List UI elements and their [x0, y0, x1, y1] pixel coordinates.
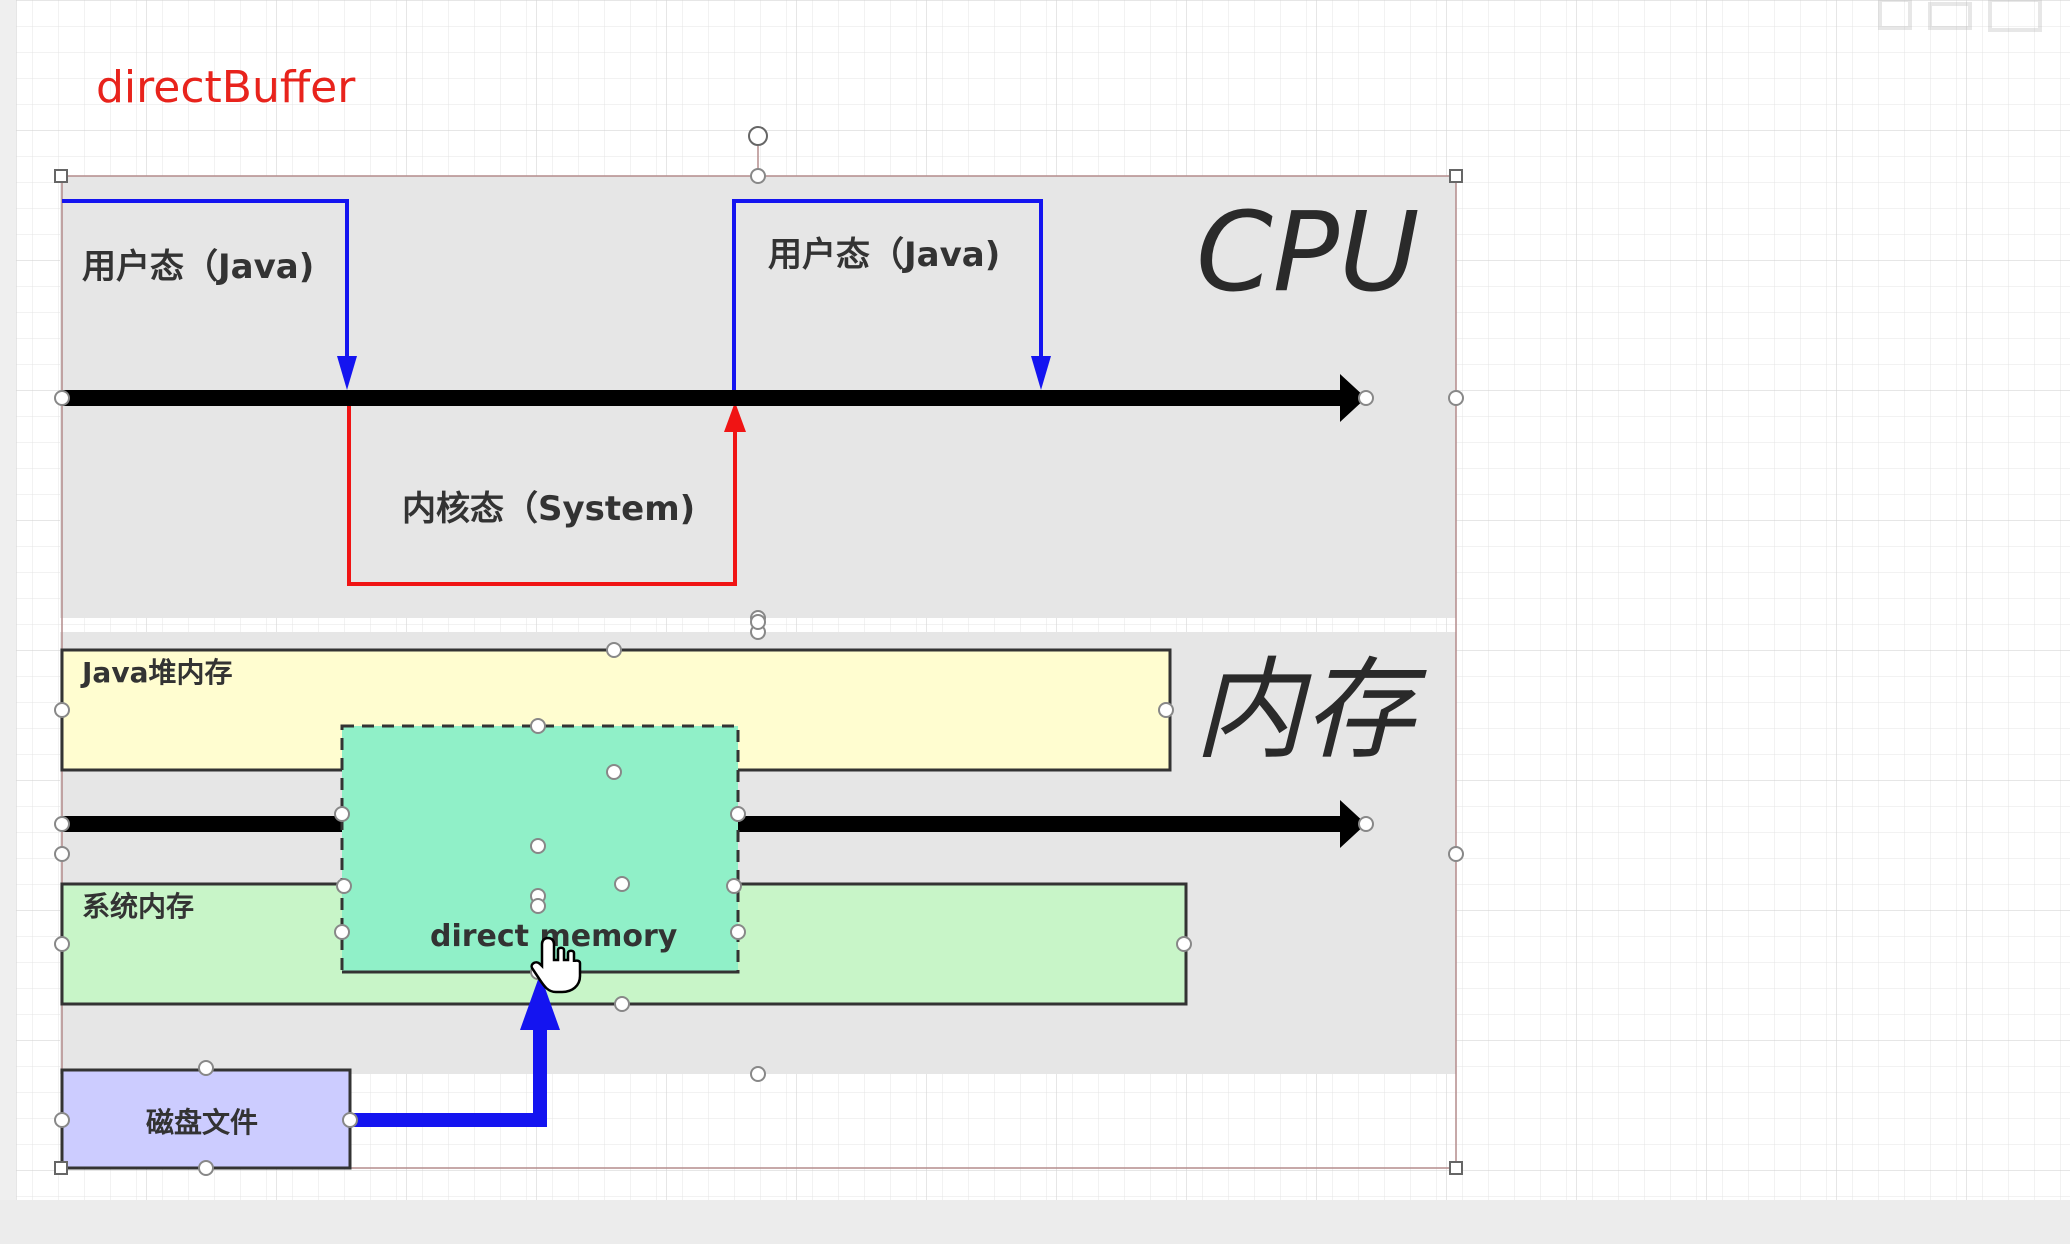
handle-point[interactable]	[750, 614, 766, 630]
handle-point[interactable]	[54, 702, 70, 718]
handle-point[interactable]	[750, 168, 766, 184]
memory-timeline-arrowhead-icon	[1340, 800, 1366, 848]
handle-point[interactable]	[54, 846, 70, 862]
handle-point[interactable]	[54, 816, 70, 832]
kernel-mode-path[interactable]	[347, 400, 737, 586]
cpu-timeline-arrowhead-icon	[1340, 374, 1366, 422]
handle-point[interactable]	[336, 878, 352, 894]
kernel-mode-arrow-icon	[724, 402, 746, 432]
handle-point[interactable]	[54, 390, 70, 406]
user-mode-label-left: 用户态（Java)	[82, 247, 314, 287]
handle-point[interactable]	[530, 838, 546, 854]
handle-point[interactable]	[1448, 390, 1464, 406]
handle-point[interactable]	[54, 936, 70, 952]
handle-point[interactable]	[730, 924, 746, 940]
disk-file-label: 磁盘文件	[146, 1106, 258, 1139]
corner-logo-icon	[1878, 0, 2042, 32]
kernel-mode-label: 内核态（System)	[402, 489, 695, 529]
disk-to-direct-arrowhead-icon	[520, 974, 560, 1030]
bottom-bar	[0, 1200, 2070, 1244]
user-mode-label-right: 用户态（Java)	[768, 235, 1000, 275]
handle-point[interactable]	[730, 806, 746, 822]
system-memory-label: 系统内存	[82, 890, 194, 923]
user-mode-arrow-left-icon	[337, 356, 357, 390]
corner-handle[interactable]	[1449, 1161, 1463, 1175]
handle-point[interactable]	[1448, 846, 1464, 862]
user-mode-arrow-right-icon	[1031, 356, 1051, 390]
handle-point[interactable]	[342, 1112, 358, 1128]
handle-point[interactable]	[198, 1160, 214, 1176]
handle-point[interactable]	[614, 996, 630, 1012]
handle-point[interactable]	[334, 924, 350, 940]
corner-handle[interactable]	[54, 1161, 68, 1175]
handle-point[interactable]	[606, 642, 622, 658]
memory-heading: 内存	[1194, 646, 1427, 774]
corner-handle[interactable]	[54, 169, 68, 183]
handle-point[interactable]	[1358, 390, 1374, 406]
handle-point[interactable]	[1358, 816, 1374, 832]
user-mode-path-right[interactable]	[732, 199, 1043, 396]
rotation-handle-icon[interactable]	[748, 126, 768, 146]
diagram-title: directBuffer	[96, 62, 356, 113]
hand-cursor-icon	[530, 936, 582, 994]
java-heap-label: Java堆内存	[80, 656, 232, 689]
handle-point[interactable]	[530, 718, 546, 734]
handle-point[interactable]	[530, 898, 546, 914]
handle-point[interactable]	[1176, 936, 1192, 952]
selection-corner-handles	[54, 169, 1463, 1175]
handle-point[interactable]	[606, 764, 622, 780]
handle-point[interactable]	[198, 1060, 214, 1076]
corner-handle[interactable]	[1449, 169, 1463, 183]
handle-point[interactable]	[726, 878, 742, 894]
handle-point[interactable]	[614, 876, 630, 892]
handle-point[interactable]	[1158, 702, 1174, 718]
handle-point[interactable]	[54, 1112, 70, 1128]
handle-point[interactable]	[334, 806, 350, 822]
cpu-heading: CPU	[1196, 188, 1420, 316]
handle-point[interactable]	[750, 1066, 766, 1082]
disk-to-direct-connector[interactable]	[350, 1010, 547, 1127]
user-mode-path-left[interactable]	[62, 199, 349, 372]
